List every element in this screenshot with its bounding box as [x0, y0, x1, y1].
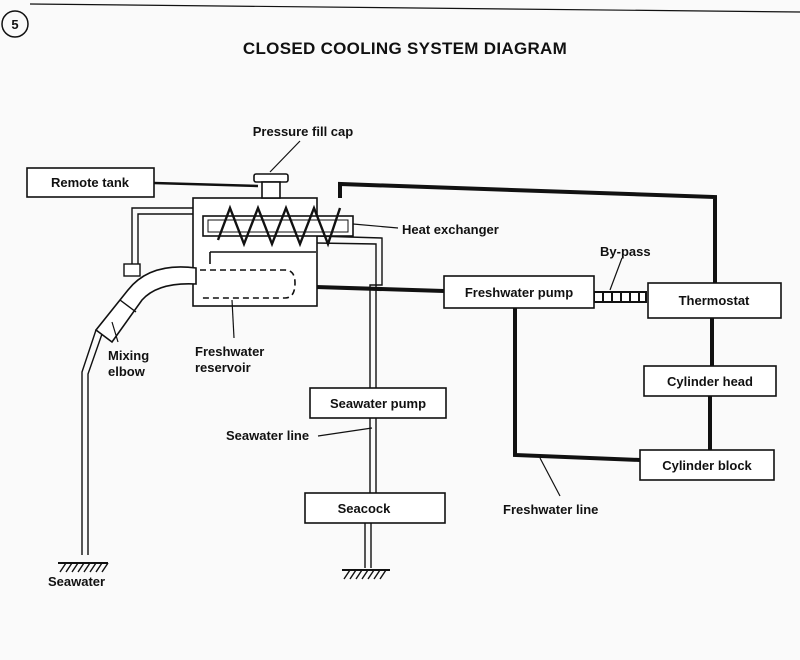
mixing-elbow-label-2: elbow — [108, 364, 146, 379]
freshwater-reservoir-label-1: Freshwater — [195, 344, 264, 359]
seawater-discharge-pipe — [81, 329, 103, 555]
freshwater-return-line — [338, 181, 717, 285]
heat-exchanger-coil — [216, 204, 342, 248]
pressure-fill-cap — [253, 173, 289, 199]
freshwater-line-label: Freshwater line — [503, 502, 598, 517]
seacock-label: Seacock — [338, 501, 392, 516]
cylinder-head-label: Cylinder head — [667, 374, 753, 389]
freshwater-line — [513, 308, 641, 462]
mixing-elbow-label-1: Mixing — [108, 348, 149, 363]
seacock-box: Seacock — [304, 492, 446, 524]
remote-tank-line — [153, 181, 259, 188]
diagram-title: CLOSED COOLING SYSTEM DIAGRAM — [243, 39, 567, 58]
freshwater-pump-box: Freshwater pump — [443, 275, 595, 309]
cylinder-head-box: Cylinder head — [643, 365, 777, 397]
heat-exchanger-label: Heat exchanger — [402, 222, 499, 237]
figure-number: 5 — [11, 17, 18, 32]
ground-symbol-seacock — [342, 569, 390, 580]
by-pass-chain — [593, 291, 647, 303]
seawater-pump-box: Seawater pump — [309, 387, 447, 419]
pressure-fill-cap-label: Pressure fill cap — [253, 124, 353, 139]
remote-tank-label: Remote tank — [51, 175, 130, 190]
cylinder-block-label: Cylinder block — [662, 458, 752, 473]
reservoir-to-pump-line — [315, 285, 445, 293]
by-pass-label: By-pass — [600, 244, 651, 259]
mixing-elbow — [94, 266, 197, 344]
thermostat-box: Thermostat — [647, 282, 782, 319]
freshwater-reservoir-label-2: reservoir — [195, 360, 251, 375]
seawater-pump-label: Seawater pump — [330, 396, 426, 411]
cylinder-block-box: Cylinder block — [639, 449, 775, 481]
seawater-pipe — [315, 235, 383, 568]
freshwater-reservoir-outline — [200, 269, 296, 299]
leader-lines — [111, 140, 623, 497]
exhaust-seawater-pipe — [123, 207, 198, 277]
freshwater-pump-label: Freshwater pump — [465, 285, 573, 300]
thermostat-label: Thermostat — [679, 293, 750, 308]
ground-symbol-left — [58, 562, 109, 573]
heat-exchanger-assembly — [192, 197, 354, 307]
seawater-line-label: Seawater line — [226, 428, 309, 443]
figure-number-badge: 5 — [1, 10, 29, 38]
remote-tank-box: Remote tank — [26, 167, 155, 198]
page-top-rule — [29, 3, 800, 13]
seawater-label: Seawater — [48, 574, 105, 589]
